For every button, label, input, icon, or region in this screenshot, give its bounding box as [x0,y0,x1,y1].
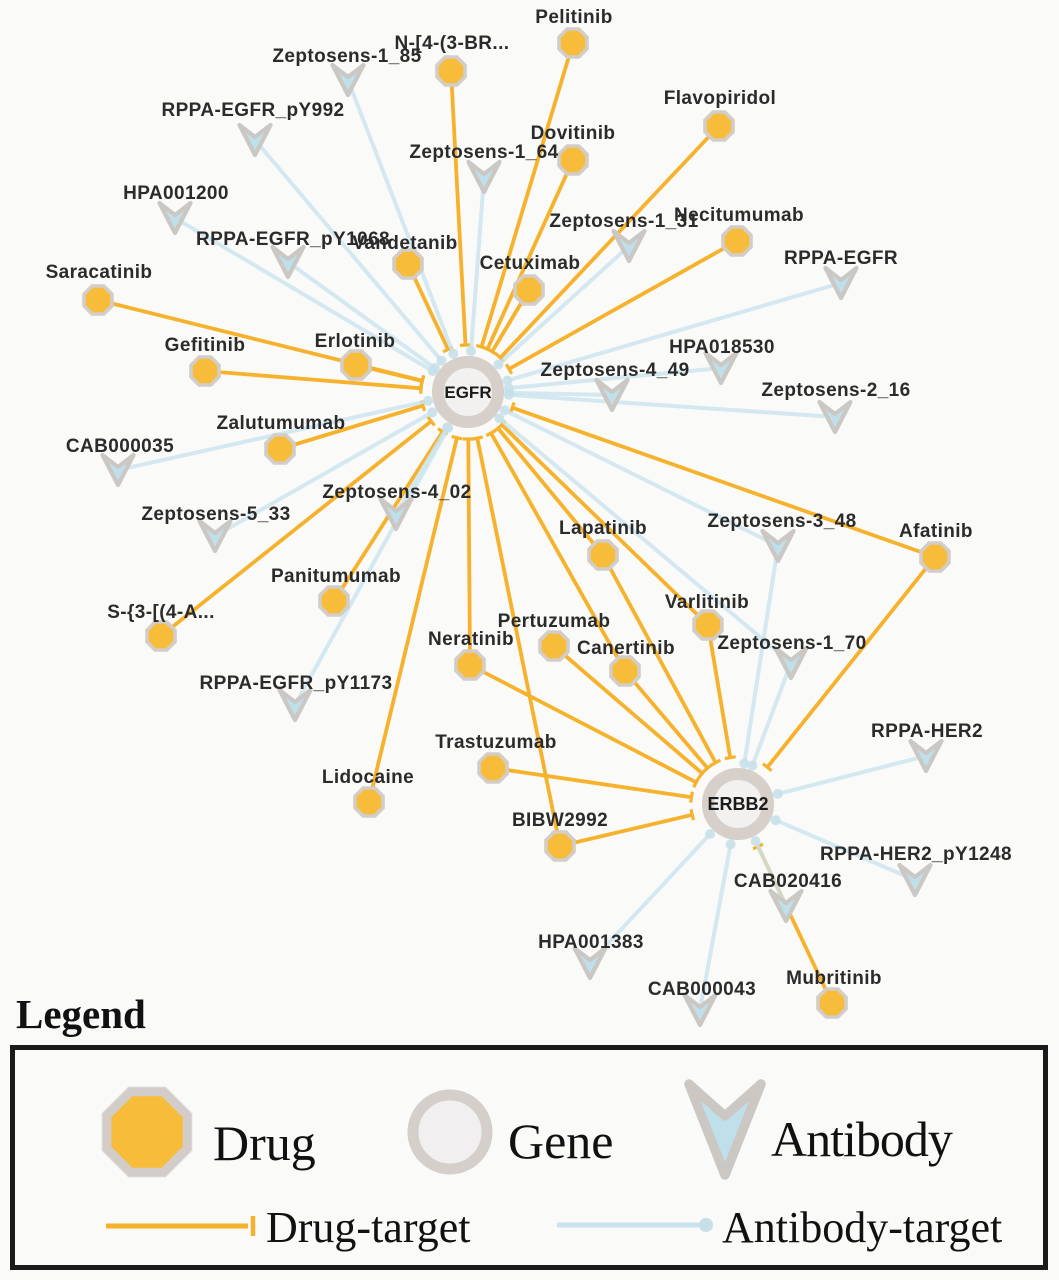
svg-text:RPPA-HER2: RPPA-HER2 [871,721,983,742]
svg-text:Zeptosens-1_31: Zeptosens-1_31 [549,211,698,232]
svg-text:Saracatinib: Saracatinib [46,262,153,283]
svg-text:EGFR: EGFR [444,383,491,402]
svg-text:N-[4-(3-BR...: N-[4-(3-BR... [395,33,510,54]
svg-text:Antibody: Antibody [771,1111,953,1167]
svg-text:ERBB2: ERBB2 [707,794,768,814]
svg-text:Zeptosens-1_70: Zeptosens-1_70 [717,633,866,654]
svg-text:Antibody-target: Antibody-target [722,1203,1002,1252]
svg-text:Vandetanib: Vandetanib [352,233,457,254]
svg-text:Zeptosens-2_16: Zeptosens-2_16 [761,380,910,401]
svg-text:Dovitinib: Dovitinib [531,123,616,144]
svg-text:Trastuzumab: Trastuzumab [435,732,557,753]
svg-text:Gefitinib: Gefitinib [165,335,246,356]
svg-text:Pertuzumab: Pertuzumab [498,611,611,632]
svg-text:Legend: Legend [16,991,146,1037]
svg-text:BIBW2992: BIBW2992 [512,810,608,831]
svg-text:Zeptosens-4_02: Zeptosens-4_02 [322,482,471,503]
svg-text:Zeptosens-3_48: Zeptosens-3_48 [707,511,856,532]
svg-text:Drug-target: Drug-target [266,1203,470,1252]
svg-text:RPPA-EGFR_pY1173: RPPA-EGFR_pY1173 [200,673,393,694]
svg-text:CAB000035: CAB000035 [66,436,174,457]
svg-text:RPPA-EGFR: RPPA-EGFR [784,248,898,269]
svg-text:Lapatinib: Lapatinib [559,518,647,539]
svg-text:Zeptosens-4_49: Zeptosens-4_49 [540,360,689,381]
svg-text:Zeptosens-1_64: Zeptosens-1_64 [409,142,558,163]
svg-text:Flavopiridol: Flavopiridol [664,88,776,109]
svg-text:CAB000043: CAB000043 [648,979,756,1000]
svg-text:Zeptosens-5_33: Zeptosens-5_33 [141,504,290,525]
svg-text:Necitumumab: Necitumumab [674,205,804,226]
svg-text:Cetuximab: Cetuximab [480,253,581,274]
svg-text:Canertinib: Canertinib [577,638,675,659]
svg-text:CAB020416: CAB020416 [734,871,842,892]
svg-text:Lidocaine: Lidocaine [322,767,414,788]
svg-text:HPA001200: HPA001200 [123,183,229,204]
svg-text:Drug: Drug [213,1115,316,1171]
svg-text:RPPA-HER2_pY1248: RPPA-HER2_pY1248 [820,844,1012,865]
svg-text:Varlitinib: Varlitinib [665,592,749,613]
svg-text:Pelitinib: Pelitinib [535,7,613,28]
svg-text:Afatinib: Afatinib [899,521,973,542]
svg-text:Gene: Gene [508,1113,614,1169]
svg-text:Neratinib: Neratinib [428,629,514,650]
svg-text:HPA018530: HPA018530 [669,337,775,358]
svg-text:Panitumumab: Panitumumab [271,566,401,587]
svg-text:RPPA-EGFR_pY992: RPPA-EGFR_pY992 [161,100,344,121]
svg-text:Zeptosens-1_85: Zeptosens-1_85 [272,46,421,67]
svg-text:RPPA-EGFR_pY1068: RPPA-EGFR_pY1068 [196,229,390,250]
svg-text:Zalutumumab: Zalutumumab [217,413,346,434]
svg-text:Erlotinib: Erlotinib [315,331,396,352]
svg-text:S-{3-[(4-A...: S-{3-[(4-A... [107,602,215,623]
svg-text:Mubritinib: Mubritinib [786,968,882,989]
svg-text:HPA001383: HPA001383 [538,932,644,953]
